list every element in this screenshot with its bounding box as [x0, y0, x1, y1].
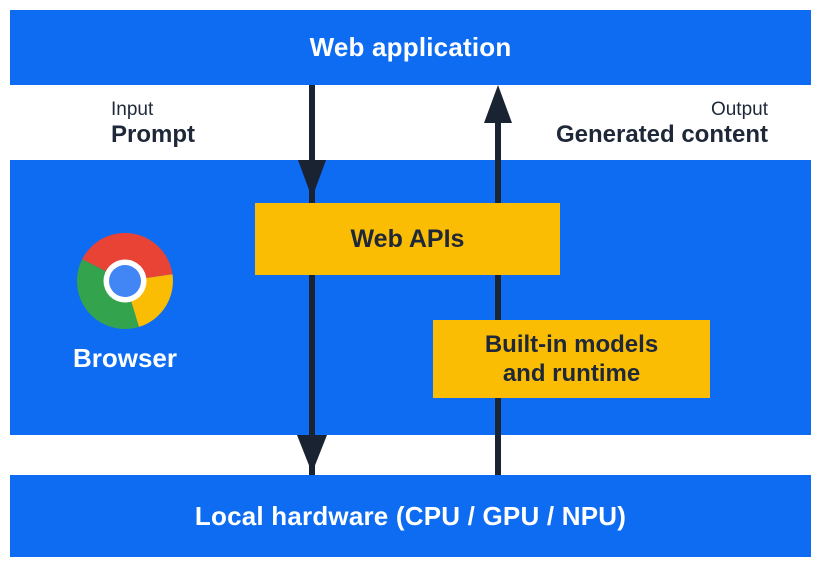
- local-hardware-label: Local hardware (CPU / GPU / NPU): [194, 500, 627, 531]
- down-arrowhead-bottom-icon: [297, 435, 327, 473]
- builtin-models-line1: Built-in models: [484, 331, 659, 358]
- down-flow-line: [309, 85, 315, 475]
- output-value: Generated content: [555, 121, 768, 148]
- builtin-models-box: Built-in models and runtime: [433, 320, 710, 398]
- local-hardware-bar: Local hardware (CPU / GPU / NPU): [10, 475, 811, 557]
- browser-label: Browser: [72, 343, 178, 373]
- up-flow-line: [495, 120, 501, 475]
- chrome-logo-icon: [77, 233, 173, 329]
- web-application-label: Web application: [309, 32, 512, 62]
- web-apis-label: Web APIs: [350, 224, 465, 253]
- output-label-group: Output Generated content: [556, 99, 768, 148]
- output-caption: Output: [710, 99, 768, 120]
- web-apis-box: Web APIs: [255, 203, 560, 275]
- input-label-group: Input Prompt: [111, 99, 195, 148]
- input-caption: Input: [111, 99, 154, 120]
- down-arrowhead-top-icon: [298, 160, 326, 198]
- web-application-bar: Web application: [10, 10, 811, 85]
- input-value: Prompt: [111, 121, 195, 148]
- up-arrowhead-icon: [484, 85, 512, 123]
- builtin-models-line2: and runtime: [502, 360, 641, 387]
